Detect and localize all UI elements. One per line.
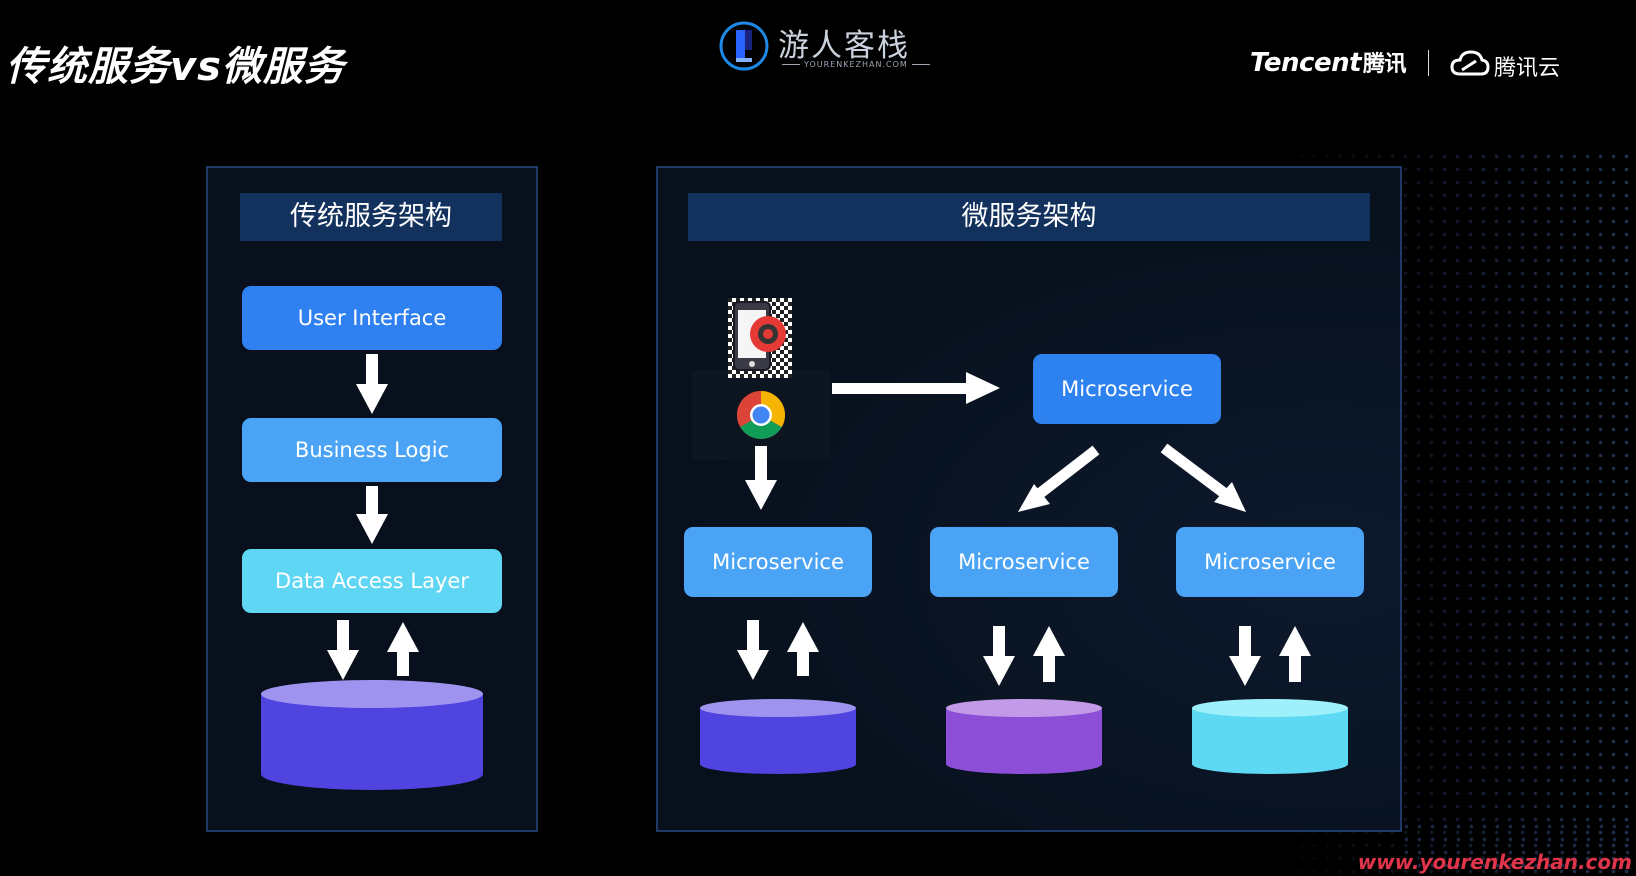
- tencent-brand-cn: 腾讯: [1363, 52, 1407, 77]
- microservice-1: Microservice: [684, 527, 872, 597]
- tencent-brand-en: Tencent: [1250, 48, 1362, 78]
- mobile-app-icon: [728, 298, 792, 378]
- tencent-cloud-icon: [1450, 50, 1490, 76]
- traditional-architecture-header: 传统服务架构: [240, 193, 502, 241]
- microservice-3: Microservice: [1176, 527, 1364, 597]
- gateway-microservice: Microservice: [1033, 354, 1221, 424]
- chrome-browser-icon: [736, 391, 786, 440]
- business-logic-layer: Business Logic: [242, 418, 502, 482]
- site-logo-subtitle: YOURENKEZHAN.COM: [778, 60, 934, 69]
- brand-separator: [1428, 50, 1429, 76]
- microservice-architecture-header: 微服务架构: [688, 193, 1370, 241]
- tencent-brand: Tencent腾讯: [1250, 46, 1407, 78]
- microservice-2: Microservice: [930, 527, 1118, 597]
- microservice-architecture-panel: [656, 166, 1402, 832]
- site-logo-icon: [719, 21, 769, 71]
- tencent-cloud-text: 腾讯云: [1494, 56, 1561, 81]
- page-title: 传统服务vs微服务: [6, 44, 345, 90]
- traditional-architecture-panel: [206, 166, 538, 832]
- data-access-layer: Data Access Layer: [242, 549, 502, 613]
- watermark-text: www.yourenkezhan.com: [1357, 850, 1632, 874]
- user-interface-layer: User Interface: [242, 286, 502, 350]
- dot-pattern-decoration-bottom: [1400, 820, 1636, 876]
- site-logo-text: 游人客栈: [778, 28, 910, 64]
